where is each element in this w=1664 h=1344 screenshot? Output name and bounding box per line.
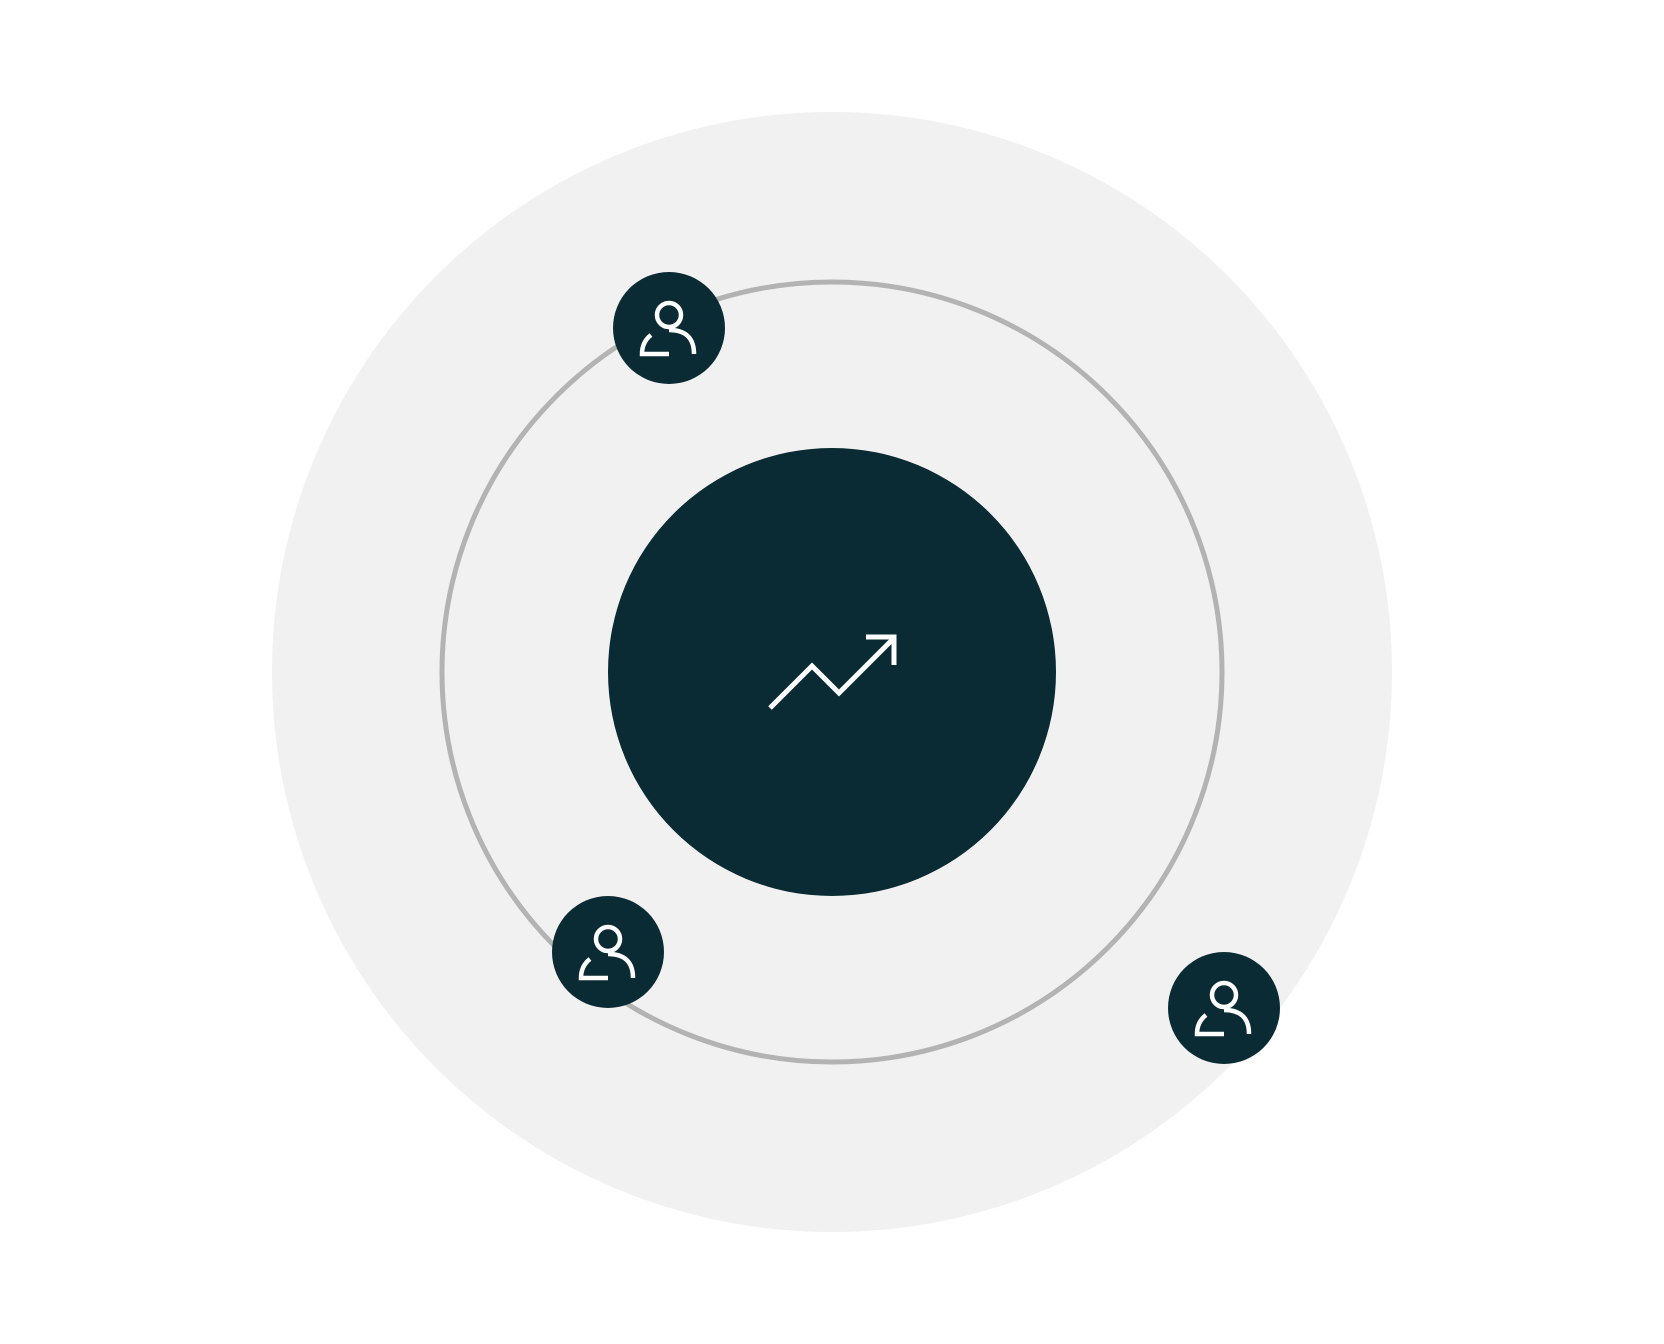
trending-up-arrow-icon <box>768 634 897 710</box>
user-node-lower-left <box>552 896 664 1008</box>
user-node-lower-right <box>1168 952 1280 1064</box>
orbit-ring <box>439 279 1225 1065</box>
user-node-upper-left <box>613 272 725 384</box>
center-node <box>608 448 1056 896</box>
